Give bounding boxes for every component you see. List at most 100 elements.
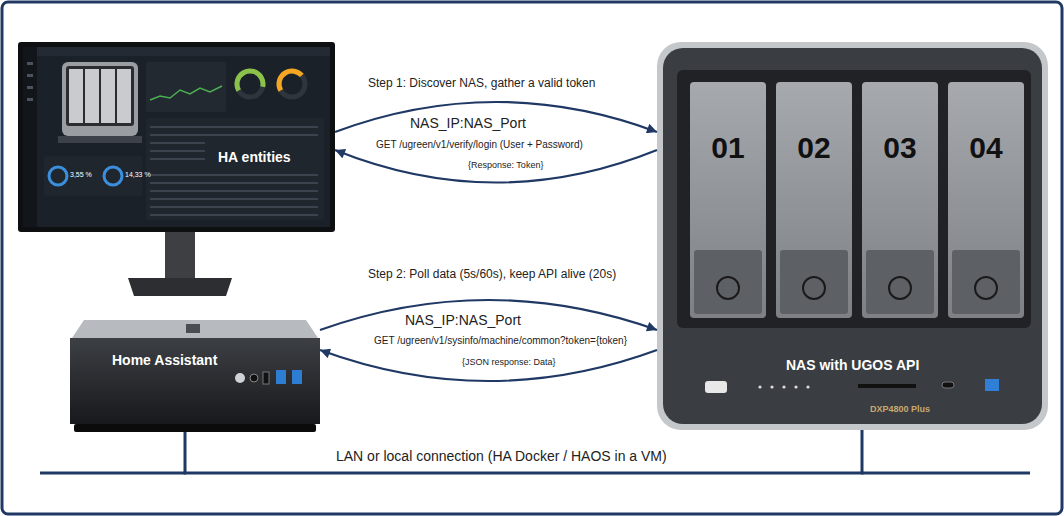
list-row xyxy=(150,126,318,128)
edge-label: GET /ugreen/v1/sysinfo/machine/common?to… xyxy=(374,335,627,347)
step-heading: Step 1: Discover NAS, gather a valid tok… xyxy=(368,76,595,90)
monitor-screen xyxy=(23,47,330,227)
list-row xyxy=(150,142,205,144)
edge-label: LAN or local connection (HA Docker / HAO… xyxy=(333,448,670,465)
list-row xyxy=(150,214,318,216)
mini-nas-bay xyxy=(85,69,99,123)
tray-lock xyxy=(717,277,739,299)
tray-lock xyxy=(889,277,911,299)
lan-line xyxy=(40,472,186,475)
request-arrow xyxy=(335,150,657,183)
dashboard-sidebar xyxy=(23,47,37,227)
request-arrow xyxy=(335,102,657,132)
graph-panel xyxy=(146,62,226,112)
sidebar-icon xyxy=(27,62,33,65)
usage-value: 14,33 % xyxy=(125,171,151,179)
endpoint-label: NAS_IP:NAS_Port xyxy=(405,312,521,329)
edge-label: GET /ugreen/v1/verify/login (User + Pass… xyxy=(376,139,583,151)
usb-port xyxy=(985,379,999,391)
monitor-neck xyxy=(165,232,195,278)
tray-lock xyxy=(803,277,825,299)
tray-handle xyxy=(694,250,762,314)
tray-handle xyxy=(866,250,934,314)
dashboard-topbar xyxy=(37,47,330,56)
status-led xyxy=(770,385,773,388)
bay-number: 02 xyxy=(797,130,830,166)
power-button xyxy=(705,381,727,393)
usb-c-port xyxy=(263,372,269,384)
list-row xyxy=(150,134,318,136)
sd-slot xyxy=(858,384,916,388)
sidebar-icon xyxy=(27,86,33,89)
mini-pc: Home Assistant xyxy=(70,318,320,432)
request-arrow xyxy=(320,300,657,330)
status-led xyxy=(794,385,797,388)
list-row xyxy=(150,198,318,200)
model-name: DXP4800 Plus xyxy=(870,404,930,415)
monitor: HA entities xyxy=(18,42,335,232)
status-led xyxy=(806,385,809,388)
pc-base xyxy=(74,424,316,432)
mini-nas-cavity xyxy=(66,66,134,126)
usage-value: 3,55 % xyxy=(70,171,92,179)
drive-bay: 04 xyxy=(948,82,1024,318)
bay-cavity xyxy=(677,70,1031,328)
device-caption: Home Assistant xyxy=(112,352,217,369)
device-caption: NAS with UGOS API xyxy=(786,357,919,374)
power-button xyxy=(235,373,245,383)
sidebar-icon xyxy=(27,98,33,101)
gauge-value xyxy=(232,66,268,102)
pc-top xyxy=(72,320,318,338)
monitor-foot xyxy=(128,278,232,296)
tray-lock xyxy=(975,277,997,299)
usage-donut xyxy=(49,167,67,185)
mini-nas-base xyxy=(58,136,142,143)
mini-nas-bay xyxy=(117,69,131,123)
tray-handle xyxy=(780,250,848,314)
lan-connection xyxy=(185,430,862,473)
drive-bay: 01 xyxy=(690,82,766,318)
drive-tray xyxy=(776,82,852,318)
usb-port xyxy=(292,370,302,384)
mini-nas-bay xyxy=(69,69,83,123)
drive-bay: 02 xyxy=(776,82,852,318)
pc-front xyxy=(70,338,320,424)
status-led xyxy=(782,385,785,388)
list-row xyxy=(150,150,205,152)
nas-body xyxy=(663,48,1042,424)
list-row xyxy=(150,206,318,208)
edge-label: {Response: Token} xyxy=(468,160,543,171)
bay-number: 03 xyxy=(883,130,916,166)
endpoint-label: NAS_IP:NAS_Port xyxy=(410,115,526,132)
drive-tray xyxy=(690,82,766,318)
audio-port xyxy=(250,374,258,382)
tray-handle xyxy=(952,250,1020,314)
step-heading: Step 2: Poll data (5s/60s), keep API ali… xyxy=(368,267,616,281)
usage-donut xyxy=(104,167,122,185)
drive-tray xyxy=(948,82,1024,318)
list-row xyxy=(150,182,318,184)
mini-nas-bay xyxy=(101,69,115,123)
entity-list-panel xyxy=(146,118,324,220)
monitor-bezel xyxy=(18,42,335,232)
screen-caption: HA entities xyxy=(218,149,291,166)
graph-line xyxy=(150,86,222,100)
usb-port xyxy=(276,370,286,384)
nas-device: NAS with UGOS API DXP4800 Plus 01 02 03 04 xyxy=(657,42,1048,430)
lan-line xyxy=(861,472,1030,475)
usb-c-port xyxy=(942,382,954,388)
drive-bay: 03 xyxy=(862,82,938,318)
mini-nas-body xyxy=(62,62,138,136)
gauge-value xyxy=(274,66,310,102)
list-row xyxy=(150,190,318,192)
bay-number: 01 xyxy=(711,130,744,166)
list-row xyxy=(150,158,205,160)
nas-rim xyxy=(657,42,1048,430)
edge-label: {JSON response: Data} xyxy=(462,357,556,368)
status-led xyxy=(758,385,761,388)
drive-tray xyxy=(862,82,938,318)
bay-number: 04 xyxy=(969,130,1002,166)
list-row xyxy=(150,174,318,176)
request-arrow xyxy=(320,350,657,381)
